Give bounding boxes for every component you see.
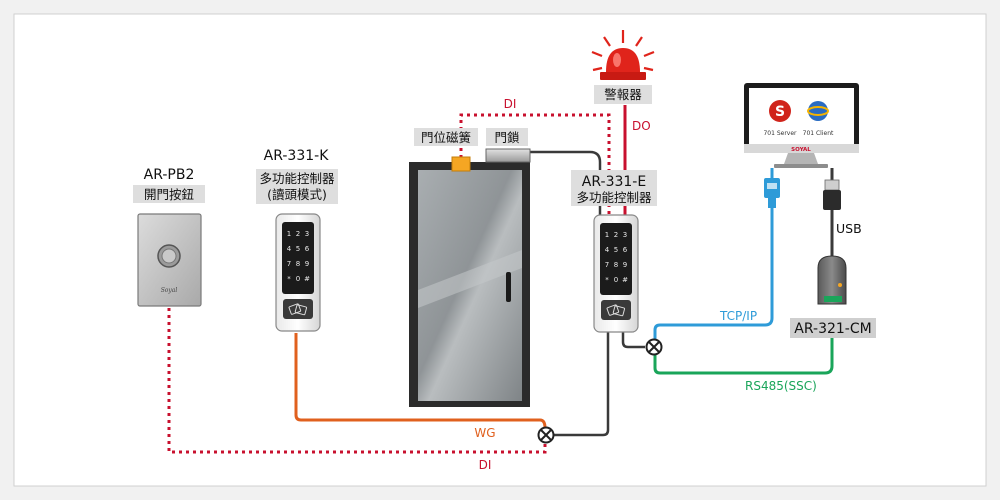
push-button-plate: Soyal (137, 213, 202, 307)
label-di-top: DI (504, 97, 517, 111)
keypad-key: * (287, 275, 291, 283)
door-lock-tag (486, 128, 528, 146)
keypad-key: 4 (287, 245, 292, 253)
wire-di-bottom (167, 308, 547, 454)
keypad-key: 7 (605, 261, 609, 269)
alarm-tag (594, 85, 652, 104)
alarm-label: 警報器 (604, 87, 642, 102)
keypad-key: 0 (614, 276, 618, 284)
keypad-key: 0 (296, 275, 300, 283)
keypad-key: 2 (296, 230, 300, 238)
label-do: DO (632, 119, 651, 133)
keypad-key: * (605, 276, 609, 284)
pc-app-client: 701 Client (803, 130, 834, 137)
converter-ar321cm (817, 255, 847, 305)
keypad-key: 6 (305, 245, 310, 253)
keypad-key: 8 (296, 260, 300, 268)
keypad-key: 1 (605, 231, 609, 239)
keypad-key: 3 (305, 230, 309, 238)
k331-desc-tag (256, 169, 338, 204)
wire-wg (294, 333, 547, 429)
keypad-key: 5 (614, 246, 618, 254)
label-tcpip: TCP/IP (719, 309, 757, 323)
door-lock-icon (485, 148, 531, 163)
junction-network (645, 338, 663, 356)
pb2-brand: Soyal (161, 287, 178, 294)
label-wg: WG (474, 426, 495, 440)
keypad-key: 7 (287, 260, 291, 268)
k331-desc2: (讀頭模式) (267, 187, 327, 202)
label-rs485: RS485(SSC) (745, 379, 817, 393)
door-sensor-label: 門位磁簧 (421, 130, 471, 145)
keypad-key: 9 (305, 260, 309, 268)
e331-tag (571, 170, 657, 206)
card-icon (606, 304, 626, 317)
svg-text:S: S (775, 104, 785, 120)
rj45-connector-icon (764, 168, 780, 208)
pb2-desc: 開門按鈕 (144, 187, 195, 202)
pc-monitor: S 701 Server 701 Client SOYAL (744, 83, 859, 168)
pb2-desc-tag (133, 185, 205, 203)
server-logo-icon (769, 100, 791, 122)
wire-tcpip (653, 208, 774, 340)
e331-model: AR-331-E (582, 174, 646, 190)
label-di-bottom: DI (479, 458, 492, 472)
k331-desc1: 多功能控制器 (259, 171, 335, 186)
door-handle (506, 272, 511, 302)
wire-rs485 (653, 338, 834, 375)
door-sensor-tag (414, 128, 478, 146)
cm321-model: AR-321-CM (794, 321, 871, 337)
usb-label: USB (836, 221, 862, 236)
pc-app-server: 701 Server (763, 130, 797, 137)
cm321-tag (790, 318, 876, 338)
keypad-key: 4 (605, 246, 610, 254)
junction-bottom (537, 426, 555, 444)
card-icon (288, 303, 308, 316)
keypad-key: 3 (623, 231, 627, 239)
door (409, 162, 530, 407)
keypad-key: 1 (287, 230, 291, 238)
wire-e-to-junction (553, 332, 610, 437)
client-globe-icon (808, 101, 828, 121)
keypad-key: 5 (296, 245, 300, 253)
keypad-key: 2 (614, 231, 618, 239)
wire-e-to-net (621, 332, 645, 349)
keypad-key: 9 (623, 261, 627, 269)
e331-desc: 多功能控制器 (576, 190, 652, 205)
pb2-model: AR-PB2 (144, 167, 195, 183)
k331-model: AR-331-K (264, 148, 330, 164)
keypad-key: 8 (614, 261, 618, 269)
usb-connector-icon (823, 168, 841, 210)
wire-lock (530, 150, 602, 215)
keypad-key: # (622, 276, 628, 284)
keypad-key: 6 (623, 246, 628, 254)
door-sensor-icon (451, 156, 471, 172)
keypad-key: # (304, 275, 310, 283)
pc-brand: SOYAL (791, 147, 811, 153)
door-lock-label: 門鎖 (494, 130, 520, 145)
alarm-siren-icon (591, 30, 655, 80)
